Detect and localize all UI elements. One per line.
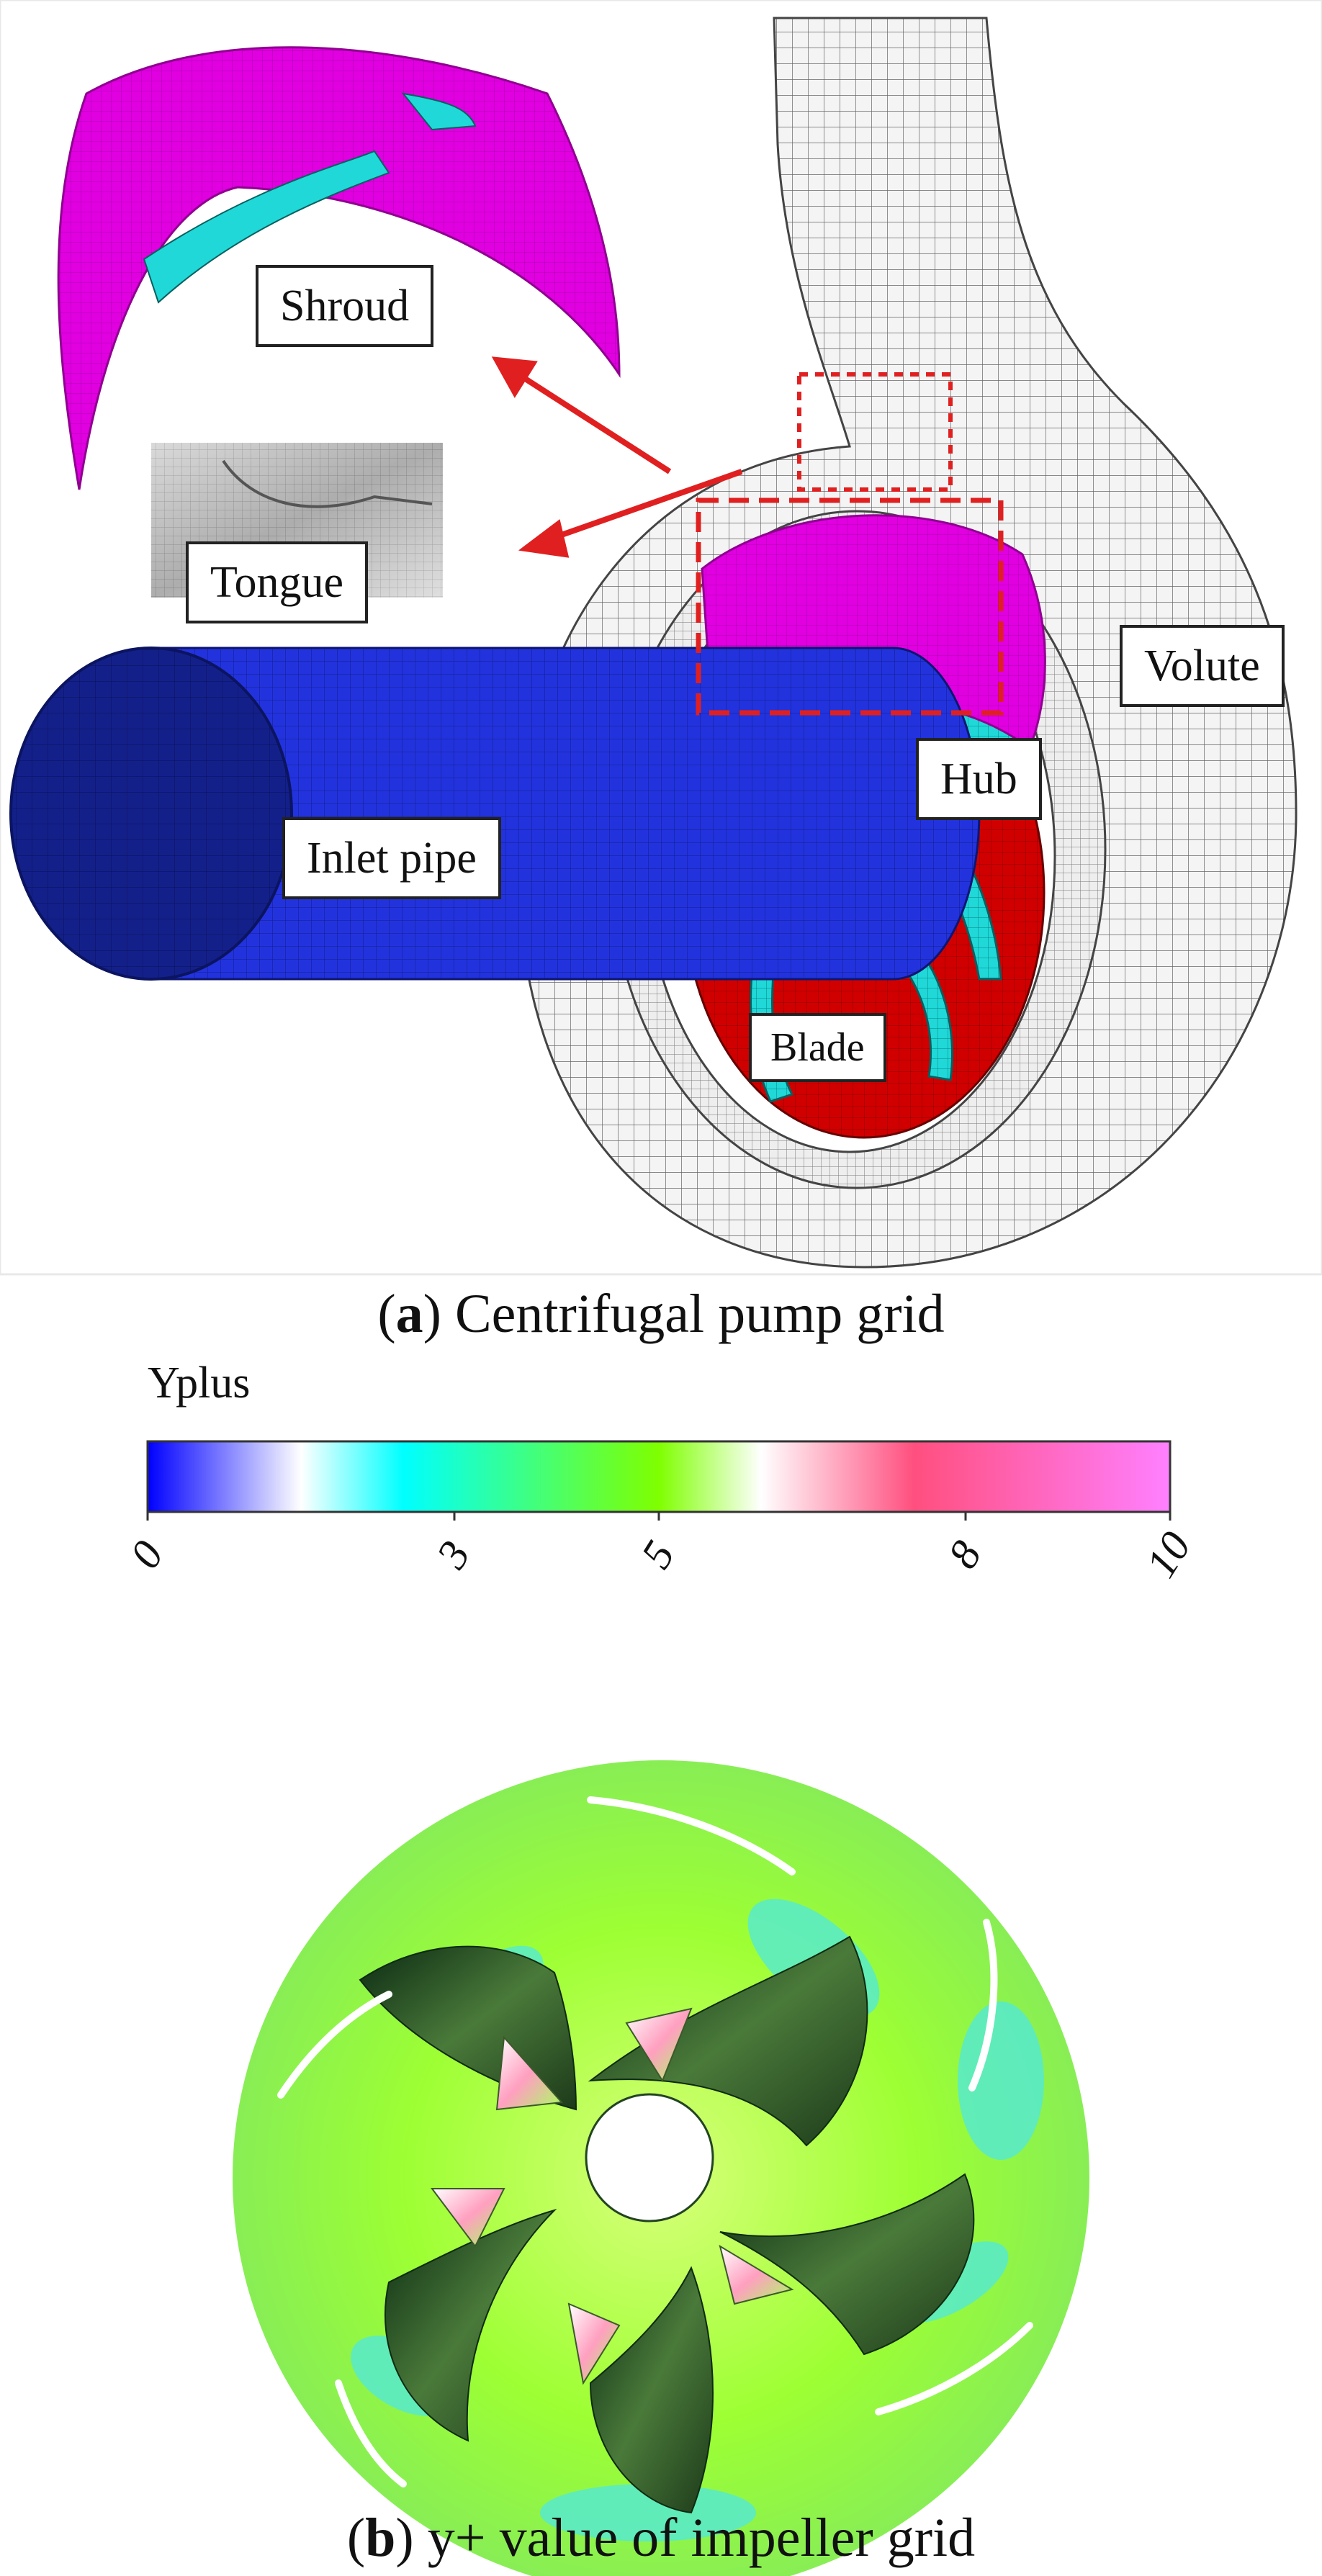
panel-b-yplus: Yplus — [0, 1289, 1322, 2576]
colorbar — [146, 1440, 1172, 1513]
caption-a-text: Centrifugal pump grid — [441, 1284, 945, 1344]
label-hub: Hub — [916, 738, 1042, 820]
inlet-pipe — [9, 647, 981, 981]
shroud-inset — [57, 46, 621, 490]
caption-b-letter: b — [365, 2508, 396, 2568]
caption-b: (b) y+ value of impeller grid — [346, 2508, 976, 2568]
tongue-zoom-box — [797, 372, 953, 492]
caption-a: (a) Centrifugal pump grid — [377, 1284, 945, 1344]
label-blade: Blade — [749, 1013, 886, 1082]
colorbar-title: Yplus — [148, 1359, 251, 1408]
label-shroud: Shroud — [256, 265, 434, 347]
yplus-figure — [146, 1440, 1172, 2576]
panel-a-pump-grid: Shroud Tongue Volute Hub Inlet pipe Blad… — [0, 0, 1322, 1344]
colorbar-ticks — [146, 1512, 1172, 1521]
impeller-yplus-disc — [233, 1760, 1089, 2576]
label-volute: Volute — [1120, 625, 1285, 707]
label-tongue: Tongue — [186, 541, 369, 623]
caption-a-letter: a — [395, 1284, 423, 1344]
callout-arrows — [491, 356, 743, 558]
shroud-zoom-box — [696, 497, 1004, 716]
caption-b-text: y+ value of impeller grid — [413, 2508, 976, 2568]
label-inlet-pipe: Inlet pipe — [282, 817, 501, 899]
